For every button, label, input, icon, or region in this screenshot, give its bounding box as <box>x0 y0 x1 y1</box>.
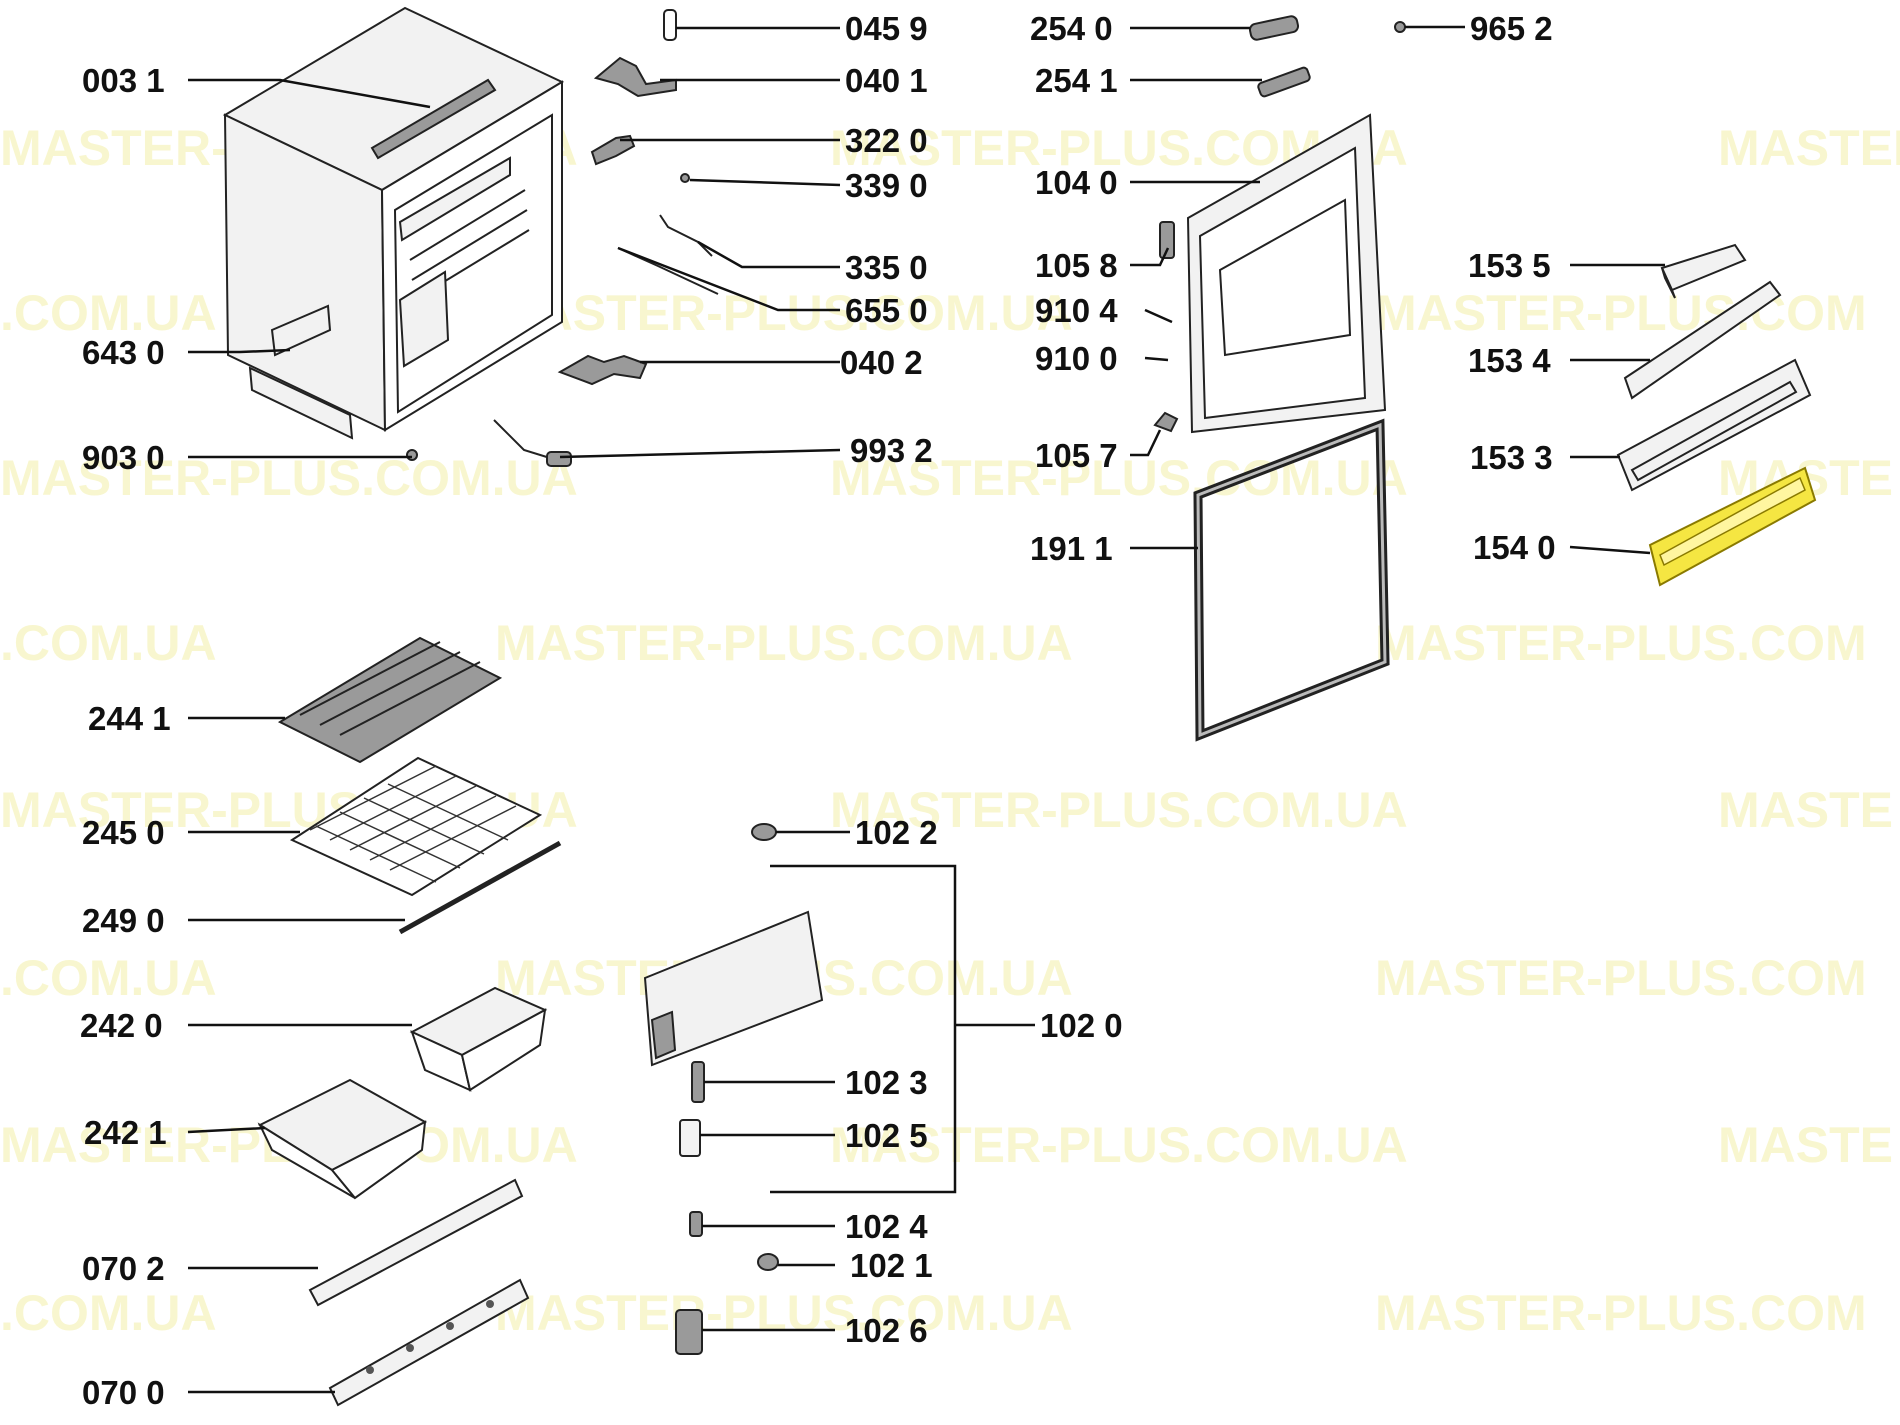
watermark-text: MASTER-PLUS.COM <box>1375 285 1867 341</box>
watermark-text: .COM.UA <box>0 615 217 671</box>
part-label-1024: 102 4 <box>845 1208 928 1245</box>
trim-drawings <box>308 1178 530 1407</box>
part-label-1533: 153 3 <box>1470 439 1553 476</box>
part-label-1535: 153 5 <box>1468 247 1551 284</box>
watermark-text: MASTER-PLUS.COM.UA <box>830 450 1408 506</box>
watermark-text: .COM.UA <box>0 1285 217 1341</box>
part-label-6430: 643 0 <box>82 334 165 371</box>
watermark-text: MASTER-PLUS.COM.UA <box>495 1285 1073 1341</box>
watermark-text: MASTER-PLUS.COM <box>1375 1285 1867 1341</box>
part-label-2450: 245 0 <box>82 814 165 851</box>
part-label-1534: 153 4 <box>1468 342 1551 379</box>
part-label-2490: 249 0 <box>82 902 165 939</box>
freezer-flap-drawing <box>643 823 824 1355</box>
part-label-9100: 910 0 <box>1035 340 1118 377</box>
part-label-3350: 335 0 <box>845 249 928 286</box>
part-label-0459: 045 9 <box>845 10 928 47</box>
cabinet-small-parts <box>406 9 719 467</box>
part-label-1058: 105 8 <box>1035 247 1118 284</box>
part-label-3390: 339 0 <box>845 167 928 204</box>
watermark-text: MASTER-PLUS.COM.UA <box>495 285 1073 341</box>
watermark-text: MASTER-PLUS.COM.UA <box>495 615 1073 671</box>
part-label-0031: 003 1 <box>82 62 165 99</box>
watermark-text: MASTER-PLUS.COM.UA <box>830 782 1408 838</box>
part-label-1057: 105 7 <box>1035 437 1118 474</box>
part-label-3220: 322 0 <box>845 122 928 159</box>
part-label-9932: 993 2 <box>850 432 933 469</box>
part-label-6550: 655 0 <box>845 292 928 329</box>
watermark-text: MASTER-PLUS.COM <box>1375 615 1867 671</box>
gasket-drawing <box>1193 418 1390 742</box>
shelf-drawings <box>277 636 562 935</box>
part-label-0700: 070 0 <box>82 1374 165 1411</box>
part-label-2420: 242 0 <box>80 1007 163 1044</box>
watermark-text: .COM.UA <box>0 285 217 341</box>
watermark-text: MASTER-PLUS.COM.UA <box>0 450 578 506</box>
watermark-text: MASTE <box>1718 782 1893 838</box>
part-label-1026: 102 6 <box>845 1312 928 1349</box>
part-label-1020: 102 0 <box>1040 1007 1123 1044</box>
cabinet-drawing <box>222 6 565 440</box>
part-label-0401: 040 1 <box>845 62 928 99</box>
part-label-0402: 040 2 <box>840 344 923 381</box>
part-label-2541: 254 1 <box>1035 62 1118 99</box>
part-label-9104: 910 4 <box>1035 292 1118 329</box>
leader-lines <box>187 25 1665 1394</box>
watermark-text: MASTER <box>1718 120 1900 176</box>
watermark-text: .COM.UA <box>0 950 217 1006</box>
part-drawings <box>222 6 1817 1407</box>
watermark-text: MASTER-PLUS.COM.UA <box>830 1117 1408 1173</box>
part-label-1022: 102 2 <box>855 814 938 851</box>
watermark-text: MASTER-PLUS.COM <box>1375 950 1867 1006</box>
part-label-1540: 154 0 <box>1473 529 1556 566</box>
part-label-2441: 244 1 <box>88 700 171 737</box>
watermark-text: MASTE <box>1718 1117 1893 1173</box>
part-label-2421: 242 1 <box>84 1114 167 1151</box>
part-label-9652: 965 2 <box>1470 10 1553 47</box>
door-shelves-drawing <box>1616 243 1817 587</box>
door-drawing <box>1153 15 1406 434</box>
part-label-1040: 104 0 <box>1035 164 1118 201</box>
part-label-2540: 254 0 <box>1030 10 1113 47</box>
drawer-drawings <box>257 986 548 1200</box>
part-label-1021: 102 1 <box>850 1247 933 1284</box>
part-label-1025: 102 5 <box>845 1117 928 1154</box>
part-label-0702: 070 2 <box>82 1250 165 1287</box>
part-labels: 003 1 643 0 903 0 045 9 040 1 322 0 339 … <box>80 10 1556 1411</box>
part-label-1023: 102 3 <box>845 1064 928 1101</box>
part-label-9030: 903 0 <box>82 439 165 476</box>
part-label-1911: 191 1 <box>1030 530 1113 567</box>
